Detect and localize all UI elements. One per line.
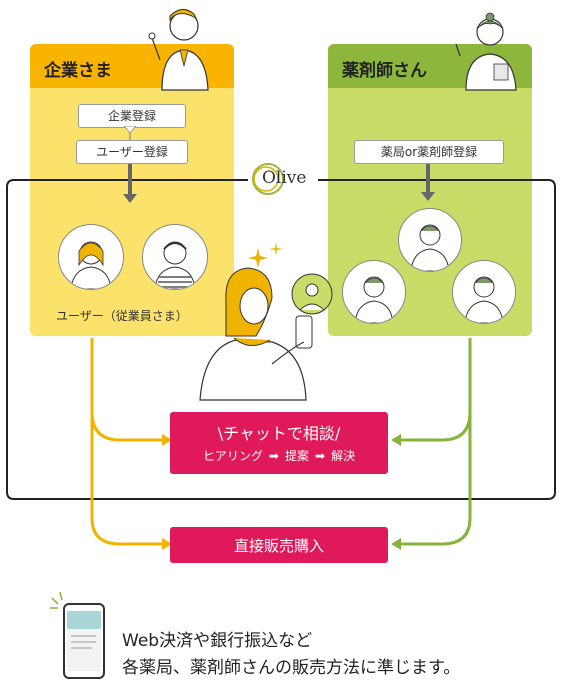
users-label: ユーザー（従業員さま） [56, 309, 188, 323]
olive-logo-text: Olive [262, 168, 307, 188]
flow-arrow-icon: ➡ [315, 448, 326, 463]
woman-with-smartphone-illustration [196, 240, 346, 402]
company-panel-title: 企業さま [44, 61, 112, 81]
pharmacist-avatar-1 [398, 208, 462, 272]
pharmacy-register-step: 薬局or薬剤師登録 [354, 140, 504, 164]
speech-pointer-icon [124, 126, 136, 134]
flow-arrow-icon: ➡ [268, 448, 279, 463]
user-avatar-woman [58, 224, 124, 290]
pharmacy-panel-title: 薬剤師さん [342, 61, 427, 81]
payment-note-line2: 各薬局、薬剤師さんの販売方法に準じます。 [122, 658, 461, 678]
chat-consultation-title: \チャットで相談/ [217, 424, 341, 443]
company-staff-illustration [148, 4, 216, 92]
direct-purchase-box: 直接販売購入 [170, 527, 388, 563]
company-register-step: 企業登録 [78, 104, 186, 128]
chat-consultation-box: \チャットで相談/ ヒアリング ➡ 提案 ➡ 解決 [170, 412, 388, 474]
olive-logo: Olive [248, 160, 318, 198]
pharmacist-avatar-3 [452, 260, 516, 324]
flow-step-resolution: 解決 [331, 449, 356, 463]
payment-note-line1: Web決済や銀行振込など [122, 631, 313, 651]
flow-step-hearing: ヒアリング [202, 449, 263, 463]
user-avatar-man [142, 224, 208, 290]
direct-purchase-label: 直接販売購入 [233, 537, 324, 555]
chat-flow: ヒアリング ➡ 提案 ➡ 解決 [170, 447, 388, 464]
smartphone-icon [48, 588, 108, 680]
pharmacist-illustration [450, 8, 520, 92]
pharmacist-avatar-2 [342, 260, 406, 324]
flow-step-proposal: 提案 [284, 449, 309, 463]
user-register-step: ユーザー登録 [76, 140, 188, 164]
